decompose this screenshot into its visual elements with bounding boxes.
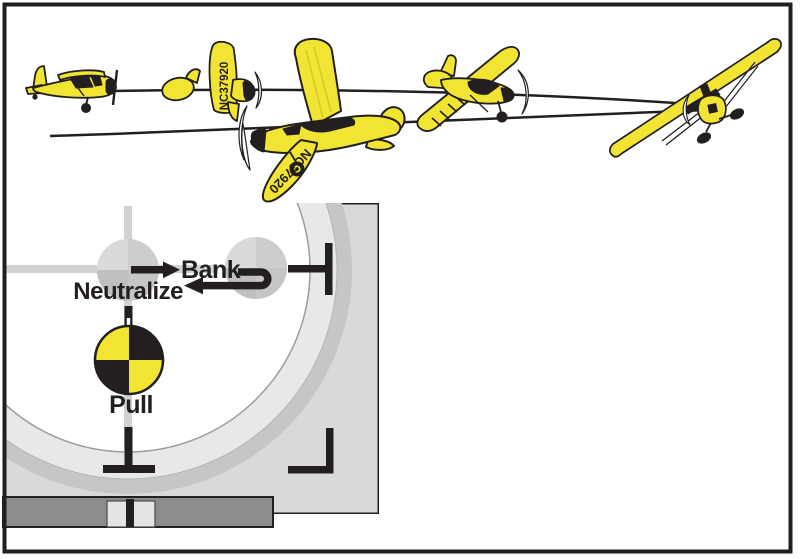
airplane-2-vertical-bank-front-view: NC37920 — [161, 40, 263, 122]
trim-slider — [2, 496, 274, 528]
neutralize-label: Neutralize — [73, 278, 183, 305]
registration-plane-2: NC37920 — [219, 62, 231, 111]
trim-knob-index — [126, 499, 134, 527]
airplane-5-turnaround-underside-view — [609, 38, 782, 158]
travel-limit-t-right — [288, 243, 333, 295]
travel-limit-t-bottom — [103, 427, 155, 473]
airplane-4-banked-descent-view — [416, 46, 529, 132]
uturn-neutralize-arrow — [184, 268, 272, 295]
corner-bracket — [288, 428, 334, 474]
bank-label: Bank — [181, 256, 241, 284]
pull-label: Pull — [109, 391, 153, 419]
transmitter-panel: Bank Neutralize Pull — [2, 203, 379, 528]
flight-path-upper — [112, 88, 705, 107]
stick-position-neutral — [97, 239, 159, 301]
cg-checker-symbol — [93, 324, 165, 396]
airplane-1-level-side-view — [25, 65, 119, 113]
figure-frame — [2, 2, 793, 554]
airplane-3-banked-three-quarter-view: NC37920 — [238, 37, 406, 203]
bank-arrow — [131, 261, 180, 279]
